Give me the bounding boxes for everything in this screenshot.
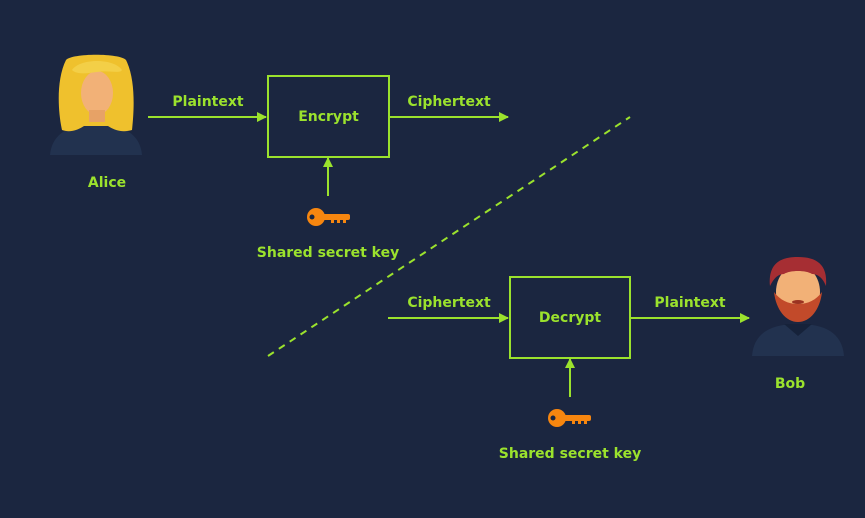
plaintext-label-in: Plaintext (172, 94, 244, 110)
sender-name: Alice (87, 175, 127, 191)
ciphertext-label-in: Ciphertext (407, 295, 491, 311)
encrypt-key-label: Shared secret key (256, 245, 400, 261)
encrypt-box: Encrypt (267, 75, 390, 158)
decrypt-box: Decrypt (509, 276, 631, 359)
key-icon (307, 208, 350, 226)
ciphertext-label-out: Ciphertext (407, 94, 491, 110)
plaintext-label-out: Plaintext (654, 295, 726, 311)
decrypt-label: Decrypt (538, 309, 602, 326)
encrypt-label: Encrypt (298, 108, 359, 125)
man-avatar-icon (752, 257, 844, 356)
receiver-name: Bob (774, 376, 806, 392)
key-icon (548, 409, 591, 427)
woman-avatar-icon (50, 54, 142, 155)
decrypt-key-label: Shared secret key (498, 446, 642, 462)
